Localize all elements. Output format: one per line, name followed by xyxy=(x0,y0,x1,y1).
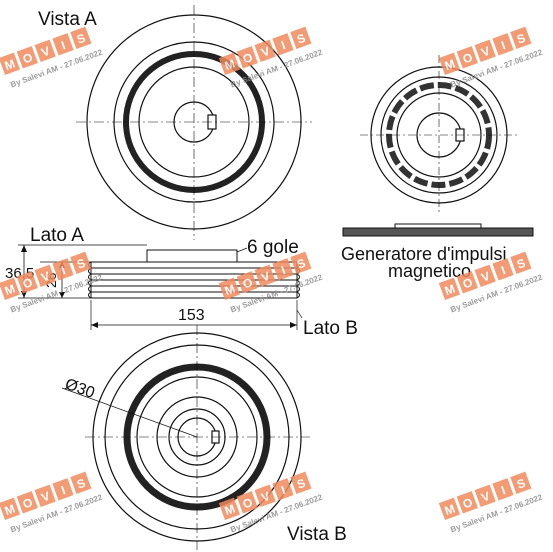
watermark-tile xyxy=(0,52,21,75)
watermark-tile xyxy=(16,46,38,69)
watermark-letter: I xyxy=(59,263,67,277)
watermark-letter: O xyxy=(241,275,255,291)
watermark-letter: M xyxy=(3,281,17,298)
watermark-tile xyxy=(218,52,241,75)
watermark-letter: M xyxy=(223,281,237,298)
watermark-letter: O xyxy=(461,275,475,291)
watermark-tile xyxy=(52,478,74,501)
watermark-tile xyxy=(70,471,92,495)
watermark-tile xyxy=(218,277,241,300)
watermark-letter: M xyxy=(443,56,457,73)
watermark-letter: I xyxy=(59,38,67,52)
watermark-tile xyxy=(16,491,38,514)
watermark-tile xyxy=(492,258,514,281)
watermark-letter: O xyxy=(461,50,475,66)
watermark-tile xyxy=(510,471,532,495)
watermark-tile xyxy=(492,478,514,501)
watermark-tile xyxy=(34,484,56,508)
view-a-label: Vista A xyxy=(38,9,97,30)
watermark-tile xyxy=(34,39,56,63)
sensor-label-line2: magnetico xyxy=(388,261,471,281)
watermark-tile xyxy=(474,484,496,508)
watermark-tile xyxy=(236,46,258,69)
watermark-letter: M xyxy=(3,56,17,73)
watermark-letter: I xyxy=(499,263,507,277)
watermark-letter: I xyxy=(499,483,507,497)
watermark-tile xyxy=(218,497,241,520)
watermark-letter: M xyxy=(443,501,457,518)
watermark-tile xyxy=(474,264,496,288)
watermark-letter: M xyxy=(223,56,237,73)
watermark-tile xyxy=(456,46,478,69)
watermark-tile xyxy=(456,271,478,294)
watermark-tile xyxy=(34,264,56,288)
watermark-tile xyxy=(290,26,312,50)
watermark-letter: M xyxy=(443,281,457,298)
watermark-tile xyxy=(70,251,92,275)
watermark-tile xyxy=(510,251,532,275)
watermark-tile xyxy=(290,471,312,495)
watermark-tile xyxy=(16,271,38,294)
watermark-tile xyxy=(438,277,461,300)
watermark-tile xyxy=(254,39,276,63)
side-a-label: Lato A xyxy=(30,225,84,246)
watermark-tile xyxy=(438,497,461,520)
watermark-tile xyxy=(272,478,294,501)
watermark-letter: M xyxy=(223,501,237,518)
watermark-tile xyxy=(290,251,312,275)
side-b-label: Lato B xyxy=(303,318,358,339)
watermark-tile xyxy=(0,497,21,520)
watermark-tile xyxy=(52,258,74,281)
watermark-letter: O xyxy=(21,495,35,511)
watermark-tile xyxy=(492,33,514,56)
watermark-letter: I xyxy=(279,483,287,497)
grooves-label: 6 gole xyxy=(247,237,299,258)
watermark-tile xyxy=(236,271,258,294)
watermark-letter: O xyxy=(461,495,475,511)
watermark-tile xyxy=(236,491,258,514)
watermark-tile xyxy=(456,491,478,514)
pulse-generator-view xyxy=(360,55,518,215)
watermark-letter: I xyxy=(499,38,507,52)
watermark-letter: O xyxy=(241,495,255,511)
watermark-letter: O xyxy=(21,50,35,66)
view-b xyxy=(61,325,310,550)
watermark-tile xyxy=(438,52,461,75)
bore-label: Ø30 xyxy=(63,376,97,402)
watermark-tile xyxy=(254,264,276,288)
watermark-tile xyxy=(70,26,92,50)
watermark-letter: O xyxy=(21,275,35,291)
watermark-tile xyxy=(254,484,276,508)
sensor-label-line1: Generatore d'impulsi xyxy=(341,244,507,264)
watermark-letter: I xyxy=(279,38,287,52)
watermark-tile xyxy=(474,39,496,63)
watermark-letter: M xyxy=(3,501,17,518)
view-a xyxy=(76,5,312,240)
watermark-letter: I xyxy=(59,483,67,497)
watermark-tile xyxy=(52,33,74,56)
pulse-generator-side xyxy=(342,223,534,237)
view-b-label: Vista B xyxy=(287,524,347,545)
watermark-letter: O xyxy=(241,50,255,66)
watermark-tile xyxy=(510,26,532,50)
watermark-letter: I xyxy=(279,263,287,277)
watermark-tile xyxy=(272,258,294,281)
watermark-tile xyxy=(0,277,21,300)
watermark-tile xyxy=(272,33,294,56)
dim-diameter: 153 xyxy=(178,307,205,324)
